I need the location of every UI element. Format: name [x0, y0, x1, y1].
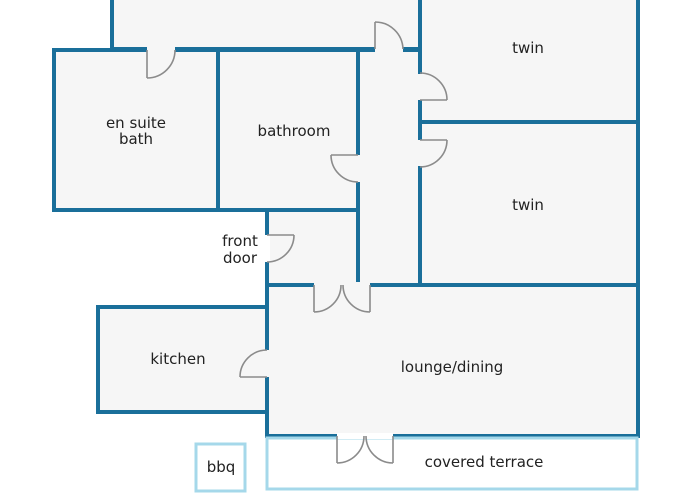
entry-hall	[265, 208, 360, 287]
label-twin-middle: twin	[512, 196, 544, 214]
door-en-suite	[146, 47, 176, 79]
label-covered-terrace: covered terrace	[425, 453, 544, 471]
bathroom-room	[216, 48, 360, 212]
door-twin-top	[417, 72, 448, 101]
en-suite-bath-room	[52, 48, 220, 212]
covered-terrace-area	[265, 436, 639, 491]
twin-bedroom-top	[418, 0, 640, 124]
door-lounge-double	[313, 282, 371, 313]
door-bathroom	[330, 154, 361, 183]
label-bathroom: bathroom	[258, 122, 331, 140]
lounge-dining-room	[265, 283, 640, 438]
label-en-suite-line1: en suite	[106, 114, 166, 132]
hallway	[356, 48, 422, 287]
door-terrace-double	[336, 433, 394, 464]
label-twin-top: twin	[512, 39, 544, 57]
door-twin-middle	[417, 139, 448, 168]
door-front	[264, 234, 295, 263]
label-front-door-line1: front	[222, 232, 258, 250]
label-lounge-dining: lounge/dining	[401, 358, 504, 376]
twin-bedroom-middle	[418, 120, 640, 287]
door-hallway-top	[374, 21, 404, 52]
label-front-door-line2: door	[223, 249, 258, 267]
label-bbq: bbq	[207, 458, 236, 476]
label-en-suite-line2: bath	[119, 130, 153, 148]
label-kitchen: kitchen	[150, 350, 205, 368]
bbq-area	[194, 442, 247, 493]
door-kitchen	[239, 349, 270, 378]
top-room	[110, 0, 422, 51]
